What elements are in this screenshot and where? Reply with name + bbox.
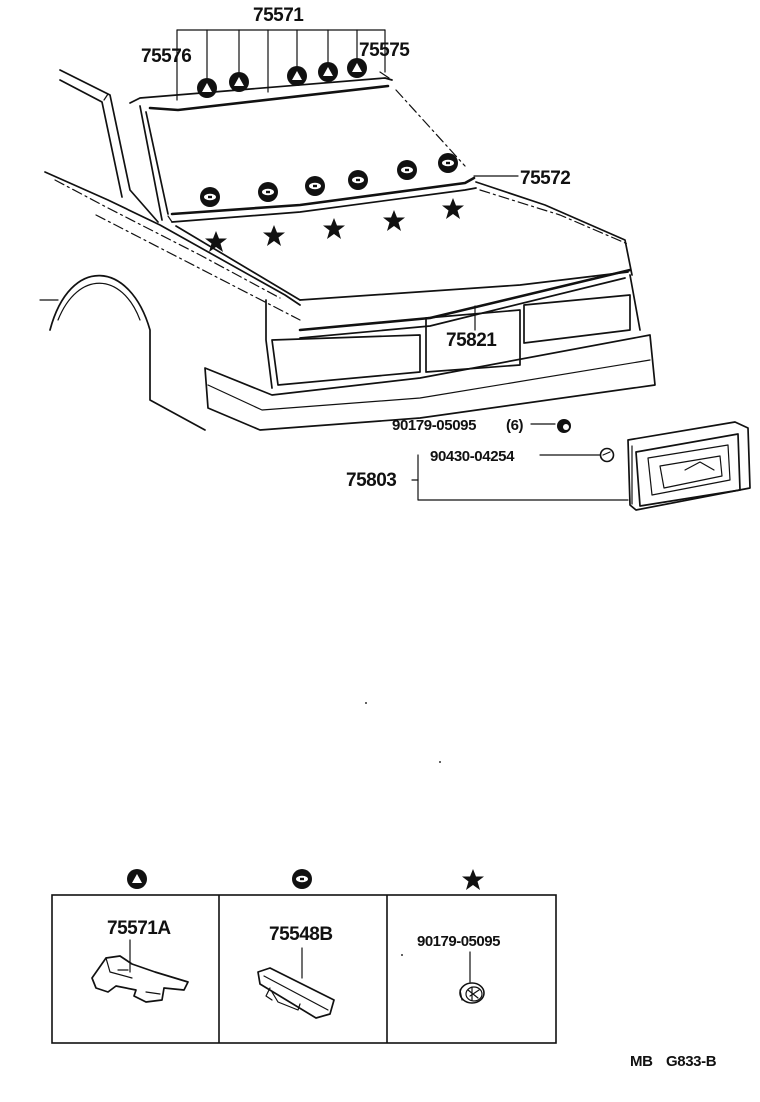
ring-clip-icon xyxy=(258,182,278,202)
clip-drawing xyxy=(257,947,335,1019)
screw-icon xyxy=(599,447,615,463)
star-icon xyxy=(442,198,464,219)
legend-part-1: 75571A xyxy=(107,918,171,939)
ring-clip-icon xyxy=(200,187,220,207)
car-body xyxy=(39,69,656,431)
label-garnish: 75821 xyxy=(446,330,497,351)
label-nut-spec: 90179-05095 xyxy=(392,417,476,434)
star-nuts xyxy=(205,198,464,252)
leader-lines xyxy=(176,29,629,501)
legend-part-3: 90179-05095 xyxy=(417,933,500,950)
label-lamp-assembly: 75803 xyxy=(346,470,396,491)
nut-drawing xyxy=(459,951,485,1004)
legend-table: 75571A 75548B 90179-05095 xyxy=(51,869,557,1044)
footer-code-right: G833-B xyxy=(666,1053,717,1070)
footer-code-left: MB xyxy=(630,1053,653,1070)
label-molding-assembly: 75571 xyxy=(253,5,304,26)
ring-clip-icon xyxy=(348,170,368,190)
star-icon xyxy=(383,210,405,231)
star-icon xyxy=(263,225,285,246)
ring-clip-icon xyxy=(305,176,325,196)
triangle-clip-icon xyxy=(229,72,249,92)
legend-part-2: 75548B xyxy=(269,924,333,945)
label-lower-molding: 75572 xyxy=(520,168,570,189)
label-nut-qty: (6) xyxy=(506,417,524,434)
triangle-clip-icon xyxy=(347,58,367,78)
triangle-clip-icon xyxy=(287,66,307,86)
ring-clip-icon xyxy=(438,153,458,173)
triangle-clip-icon xyxy=(127,869,147,889)
label-screw: 90430-04254 xyxy=(430,448,515,465)
label-molding-left: 75576 xyxy=(141,46,191,67)
label-molding-right: 75575 xyxy=(359,40,410,61)
license-lamp-housing xyxy=(627,421,751,511)
star-icon xyxy=(462,869,484,890)
ring-clips xyxy=(200,153,458,207)
triangle-clip-icon xyxy=(197,78,217,98)
ring-clip-icon xyxy=(292,869,312,889)
bracket-drawing xyxy=(91,939,189,1003)
ring-clip-icon xyxy=(397,160,417,180)
star-icon xyxy=(323,218,345,239)
triangle-clip-icon xyxy=(318,62,338,82)
star-icon xyxy=(205,231,227,252)
nut-icon xyxy=(557,419,571,433)
